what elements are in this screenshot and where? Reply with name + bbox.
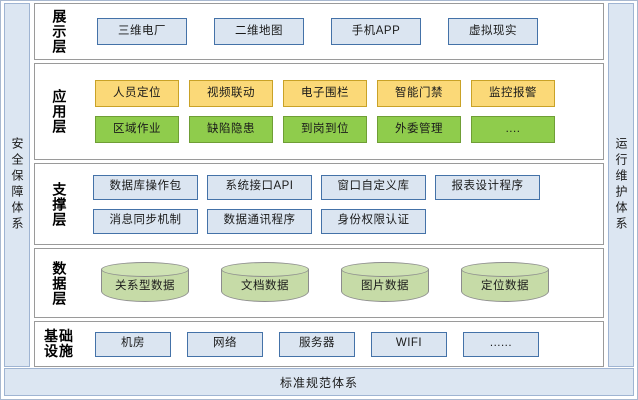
node-mobile-app[interactable]: 手机APP — [331, 18, 421, 45]
right-side-band-label: 运行维护体系 — [614, 137, 628, 233]
layer-data-body: 关系型数据 文档数据 图片数据 定位数据 — [83, 249, 603, 317]
layer-infrastructure: 基础 设施 机房 网络 服务器 WIFI ...... — [34, 321, 604, 367]
node-window-custom-library[interactable]: 窗口自定义库 — [321, 174, 426, 200]
layer-presentation: 展示层 三维电厂 二维地图 手机APP 虚拟现实 — [34, 3, 604, 60]
bottom-band-label: 标准规范体系 — [279, 375, 358, 390]
node-infrastructure-more[interactable]: ...... — [463, 331, 539, 357]
layer-data-title: 数据层 — [51, 260, 68, 306]
layer-support: 支撑层 数据库操作包 系统接口API 窗口自定义库 报表设计程序 消息同步机制 … — [34, 163, 604, 245]
node-wifi[interactable]: WIFI — [371, 331, 447, 357]
layer-presentation-title: 展示层 — [51, 9, 68, 54]
layer-infrastructure-row-1: 机房 网络 服务器 WIFI ...... — [95, 331, 597, 357]
layer-application: 应用层 人员定位 视频联动 电子围栏 智能门禁 监控报警 区域作业 缺陷隐患 到… — [34, 63, 604, 160]
node-defects-hazards[interactable]: 缺陷隐患 — [189, 116, 273, 143]
cylinder-document-data[interactable]: 文档数据 — [221, 262, 309, 304]
node-database-operation-package[interactable]: 数据库操作包 — [93, 174, 198, 200]
layer-infrastructure-body: 机房 网络 服务器 WIFI ...... — [83, 322, 603, 366]
right-side-band-operations: 运行维护体系 — [608, 3, 634, 367]
node-electronic-fence[interactable]: 电子围栏 — [283, 80, 367, 107]
layer-data-row-1: 关系型数据 文档数据 图片数据 定位数据 — [101, 262, 597, 304]
cylinder-location-data[interactable]: 定位数据 — [461, 262, 549, 304]
layer-support-body: 数据库操作包 系统接口API 窗口自定义库 报表设计程序 消息同步机制 数据通讯… — [83, 164, 603, 244]
cylinder-relational-data[interactable]: 关系型数据 — [101, 262, 189, 304]
cylinder-label: 文档数据 — [241, 280, 289, 292]
left-side-band-security: 安全保障体系 — [4, 3, 30, 367]
node-smart-access-control[interactable]: 智能门禁 — [377, 80, 461, 107]
node-machine-room[interactable]: 机房 — [95, 331, 171, 357]
layer-application-title: 应用层 — [51, 89, 68, 134]
layer-presentation-body: 三维电厂 二维地图 手机APP 虚拟现实 — [83, 4, 603, 59]
node-message-sync-mechanism[interactable]: 消息同步机制 — [93, 208, 198, 234]
node-data-communication-program[interactable]: 数据通讯程序 — [207, 208, 312, 234]
cylinder-image-data[interactable]: 图片数据 — [341, 262, 429, 304]
layer-support-row-1: 数据库操作包 系统接口API 窗口自定义库 报表设计程序 — [93, 174, 597, 200]
node-area-operations[interactable]: 区域作业 — [95, 116, 179, 143]
layer-infrastructure-title: 基础 设施 — [44, 328, 74, 359]
node-outsourcing-management[interactable]: 外委管理 — [377, 116, 461, 143]
node-server[interactable]: 服务器 — [279, 331, 355, 357]
node-post-attendance[interactable]: 到岗到位 — [283, 116, 367, 143]
bottom-band-standards: 标准规范体系 — [4, 368, 634, 396]
layer-application-row-2: 区域作业 缺陷隐患 到岗到位 外委管理 .... — [95, 116, 597, 143]
cylinder-label: 图片数据 — [361, 280, 409, 292]
node-identity-authorization[interactable]: 身份权限认证 — [321, 208, 426, 234]
layer-support-row-2: 消息同步机制 数据通讯程序 身份权限认证 — [93, 208, 597, 234]
cylinder-label: 关系型数据 — [115, 280, 175, 292]
cylinder-label: 定位数据 — [481, 280, 529, 292]
layer-application-body: 人员定位 视频联动 电子围栏 智能门禁 监控报警 区域作业 缺陷隐患 到岗到位 … — [83, 64, 603, 159]
node-network[interactable]: 网络 — [187, 331, 263, 357]
node-virtual-reality[interactable]: 虚拟现实 — [448, 18, 538, 45]
node-3d-power-plant[interactable]: 三维电厂 — [97, 18, 187, 45]
node-system-interface-api[interactable]: 系统接口API — [207, 174, 312, 200]
node-personnel-positioning[interactable]: 人员定位 — [95, 80, 179, 107]
cylinder-top — [101, 262, 189, 277]
left-side-band-label: 安全保障体系 — [10, 137, 24, 233]
node-video-linkage[interactable]: 视频联动 — [189, 80, 273, 107]
layer-stack: 展示层 三维电厂 二维地图 手机APP 虚拟现实 应用层 人员定位 视频联动 — [34, 3, 604, 367]
node-monitoring-alarm[interactable]: 监控报警 — [471, 80, 555, 107]
cylinder-top — [221, 262, 309, 277]
layer-support-title: 支撑层 — [51, 181, 68, 227]
node-report-design-program[interactable]: 报表设计程序 — [435, 174, 540, 200]
node-application-more[interactable]: .... — [471, 116, 555, 143]
node-2d-map[interactable]: 二维地图 — [214, 18, 304, 45]
layer-data: 数据层 关系型数据 文档数据 — [34, 248, 604, 318]
layer-application-row-1: 人员定位 视频联动 电子围栏 智能门禁 监控报警 — [95, 80, 597, 107]
cylinder-top — [341, 262, 429, 277]
cylinder-top — [461, 262, 549, 277]
layer-presentation-row-1: 三维电厂 二维地图 手机APP 虚拟现实 — [97, 18, 597, 45]
